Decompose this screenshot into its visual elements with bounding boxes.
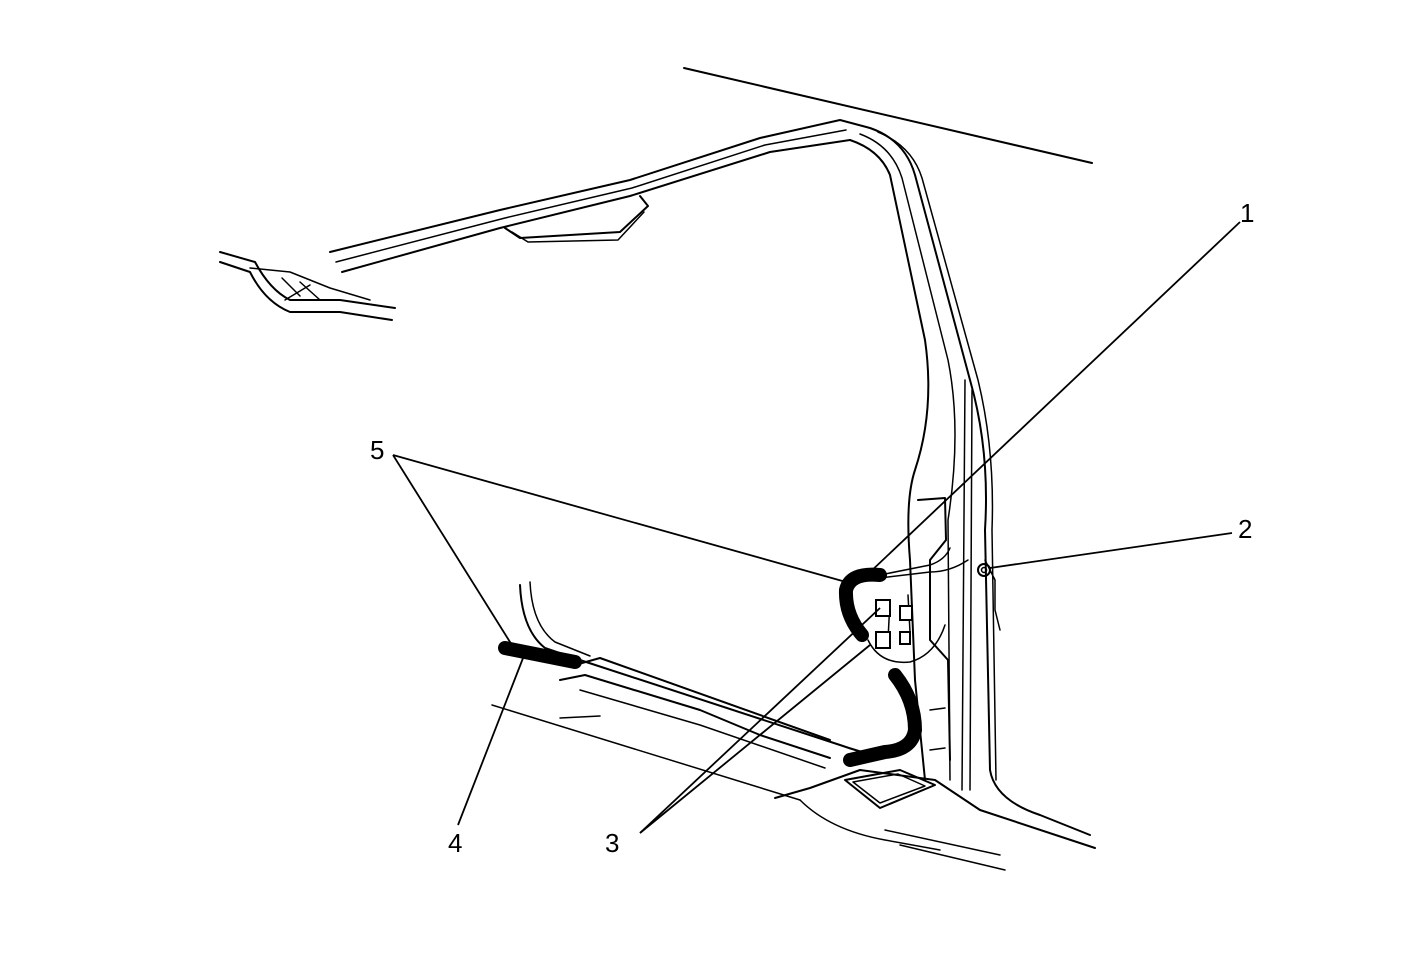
leader-1 <box>867 221 1241 575</box>
callout-5: 5 <box>370 435 384 465</box>
b-pillar <box>849 127 1091 836</box>
connector-upper-right <box>899 605 913 621</box>
connector-lower-left <box>875 631 891 649</box>
leader-4 <box>457 652 526 826</box>
connector-upper-left <box>875 599 891 617</box>
harness-connectors <box>875 599 913 649</box>
roof-header-rail <box>329 119 871 273</box>
leader-2 <box>989 532 1233 569</box>
leader-3b <box>639 644 871 834</box>
leader-5a <box>392 454 847 583</box>
leader-lines <box>392 221 1241 834</box>
wiring-harness <box>498 547 969 767</box>
door-sill <box>491 581 1096 871</box>
callout-4: 4 <box>448 828 462 858</box>
roof-edge-line <box>683 67 1093 164</box>
leader-5b <box>392 454 516 651</box>
callout-2: 2 <box>1238 514 1252 544</box>
callout-1: 1 <box>1240 198 1254 228</box>
connector-lower-right <box>899 631 911 645</box>
callout-3: 3 <box>605 828 619 858</box>
leader-3a <box>639 607 881 834</box>
left-roof-rail <box>219 251 396 321</box>
harness-clip-fastener <box>977 563 991 577</box>
